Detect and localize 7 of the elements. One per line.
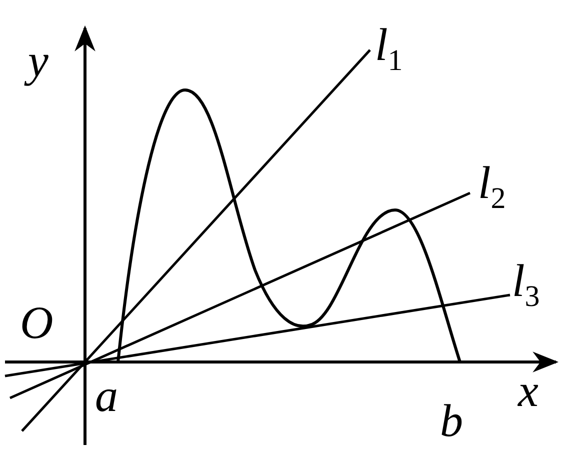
point-label: a (95, 373, 118, 419)
line-label: l$_{2}$ (478, 160, 506, 214)
line-label: l$_{1}$ (375, 22, 403, 76)
line-label: l$_{3}$ (512, 258, 540, 312)
axis-label: x (518, 368, 538, 414)
origin-label: O (20, 300, 54, 346)
point-label: b (440, 398, 463, 444)
